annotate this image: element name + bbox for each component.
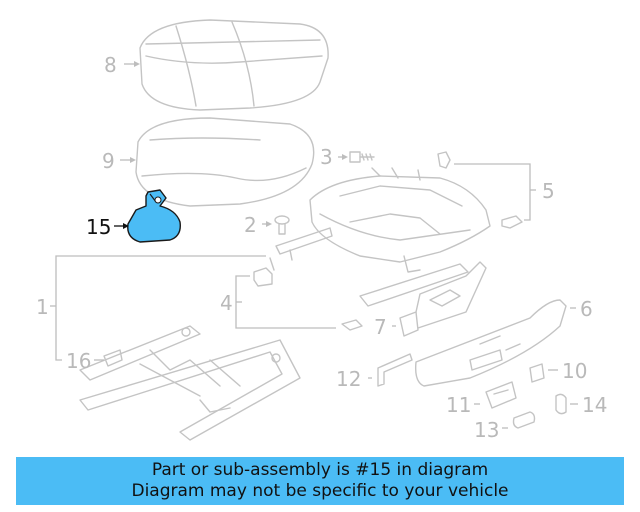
callout-15: 15 <box>86 215 111 239</box>
part-8-cushion-cover <box>139 19 329 111</box>
callout-13: 13 <box>474 418 499 442</box>
part-11-switch <box>485 381 517 409</box>
info-banner: Part or sub-assembly is #15 in diagram D… <box>16 457 624 505</box>
callout-4: 4 <box>220 291 233 315</box>
callout-11: 11 <box>446 393 471 417</box>
callout-1: 1 <box>36 295 49 319</box>
part-14-knob <box>555 393 567 415</box>
part-3-bolt <box>349 151 375 163</box>
callout-2: 2 <box>244 213 257 237</box>
callout-5: 5 <box>542 179 555 203</box>
callout-7: 7 <box>374 315 387 339</box>
callout-8: 8 <box>104 53 117 77</box>
part-12-bracket <box>377 353 413 387</box>
callout-6: 6 <box>580 297 593 321</box>
part-6-side-shield <box>414 299 567 387</box>
callout-12: 12 <box>336 367 361 391</box>
seat-frame <box>269 167 491 273</box>
part-5-clips <box>437 151 523 229</box>
part-15-highlighted <box>127 189 181 243</box>
banner-line-1: Part or sub-assembly is #15 in diagram <box>151 460 489 480</box>
banner-line-2: Diagram may not be specific to your vehi… <box>131 481 509 501</box>
part-4-connectors <box>253 267 363 331</box>
seat-track-rails <box>359 261 487 331</box>
callout-9: 9 <box>102 149 115 173</box>
part-13-knob <box>512 411 536 429</box>
part-16-adjuster-frame <box>79 325 301 441</box>
part-2-screw <box>274 215 290 235</box>
callout-14: 14 <box>582 393 607 417</box>
callout-16: 16 <box>66 349 91 373</box>
callout-10: 10 <box>562 359 587 383</box>
callout-3: 3 <box>320 145 333 169</box>
part-10-switch <box>529 363 545 383</box>
part-7-bracket <box>399 311 419 337</box>
